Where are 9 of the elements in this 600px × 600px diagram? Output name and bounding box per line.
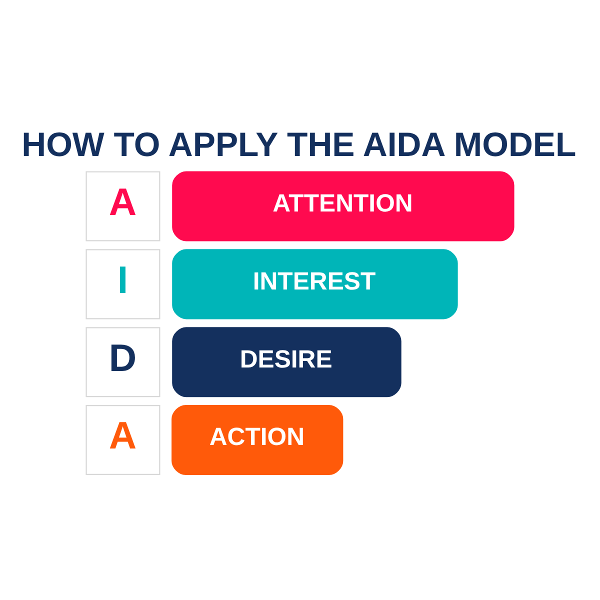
diagram-title: HOW TO APPLY THE AIDA MODEL (22, 126, 576, 164)
node-box: ATTENTION (172, 171, 514, 242)
node-box: A (86, 171, 160, 242)
node-box: DESIRE (172, 327, 402, 398)
node-box: D (86, 327, 160, 398)
node-box: ACTION (172, 405, 344, 476)
node-box: I (86, 249, 160, 320)
node-box: A (86, 405, 160, 476)
node-box: INTEREST (172, 249, 458, 320)
